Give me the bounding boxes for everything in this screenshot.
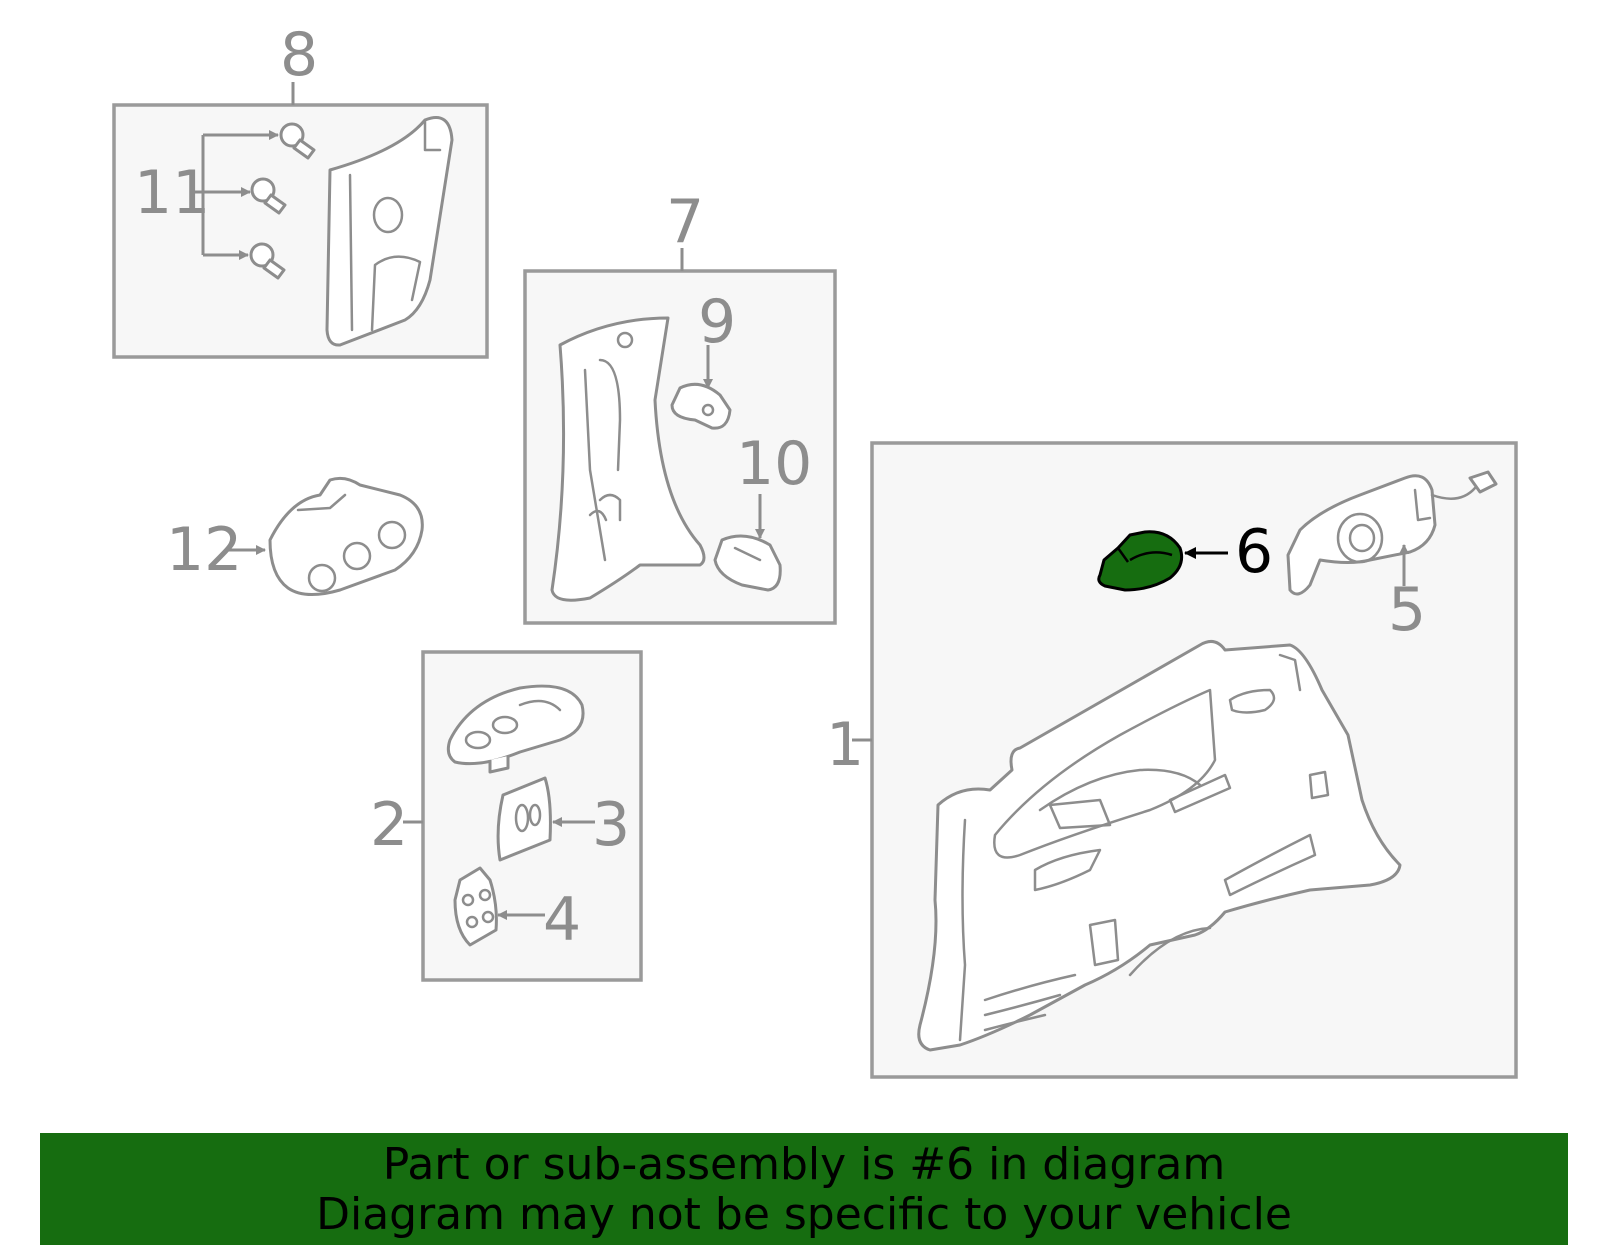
group-box-2: 2 3 4 [370, 650, 643, 982]
cover-3-part [496, 776, 552, 862]
callout-11: 11 [134, 158, 210, 228]
quarter-trim-panel-1-part [917, 639, 1402, 1052]
handle-2-part [446, 684, 585, 766]
clip-icon [279, 122, 316, 160]
clip-9-part [670, 382, 732, 430]
clip-10-part [713, 534, 782, 592]
callout-10: 10 [736, 429, 812, 499]
clip-icon [249, 242, 286, 280]
switch-12-part [268, 476, 424, 596]
callout-6: 6 [1235, 517, 1273, 587]
callout-12: 12 [166, 515, 242, 585]
group-box-7: 7 9 10 [523, 187, 837, 625]
notice-banner: Part or sub-assembly is #6 in diagram Di… [40, 1133, 1568, 1245]
bracket-5-part [1286, 474, 1437, 596]
callout-5: 5 [1388, 575, 1426, 645]
parts-diagram: 8 11 7 [112, 20, 1518, 1079]
callout-1: 1 [826, 710, 864, 780]
callout-3: 3 [592, 790, 630, 860]
callout-4: 4 [543, 885, 581, 955]
group-part-12: 12 [166, 476, 424, 596]
banner-line-2: Diagram may not be specific to your vehi… [316, 1189, 1292, 1240]
callout-2: 2 [370, 790, 408, 860]
banner-line-1: Part or sub-assembly is #6 in diagram [382, 1139, 1226, 1190]
bracket-4-part [453, 866, 498, 947]
clip-icon [250, 177, 287, 215]
highlighted-part-6[interactable] [1097, 530, 1184, 592]
callout-8: 8 [280, 20, 318, 90]
center-pillar-trim-part [550, 316, 706, 602]
callout-9: 9 [698, 287, 736, 357]
group-box-1: 1 5 6 [826, 441, 1518, 1079]
callout-7: 7 [666, 187, 704, 257]
group-box-8: 8 11 [112, 20, 489, 359]
